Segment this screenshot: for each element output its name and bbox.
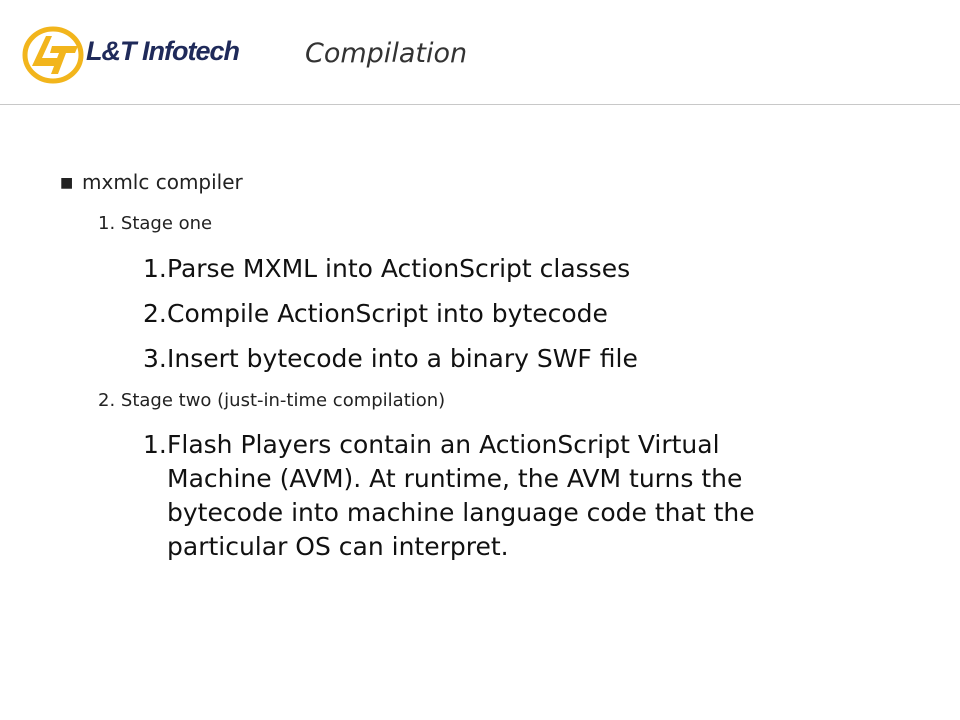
stage-two-label: 2. Stage two (just-in-time compilation) [98, 390, 446, 411]
item-number: 3. [143, 344, 167, 373]
stage-one-label: 1. Stage one [98, 213, 213, 234]
bullet-mxmlc-compiler: ■ mxmlc compiler [60, 170, 243, 194]
slide-header: L&T Infotech Compilation [0, 0, 960, 105]
slide-title: Compilation [305, 38, 468, 69]
item-number: 1. [143, 430, 167, 459]
header-divider [0, 104, 960, 105]
lt-infotech-logo-icon [22, 26, 84, 84]
item-line: bytecode into machine language code that… [167, 498, 755, 527]
bullet-text: mxmlc compiler [82, 170, 243, 194]
stage-one-item-1: 1.Parse MXML into ActionScript classes [143, 252, 630, 286]
stage-one-item-3: 3.Insert bytecode into a binary SWF file [143, 342, 638, 376]
item-text: Insert bytecode into a binary SWF file [167, 344, 638, 373]
square-bullet-icon: ■ [60, 175, 74, 191]
item-text: Compile ActionScript into bytecode [167, 299, 608, 328]
item-line: particular OS can interpret. [167, 532, 509, 561]
item-number: 1. [143, 254, 167, 283]
item-line: Machine (AVM). At runtime, the AVM turns… [167, 464, 743, 493]
item-text: Flash Players contain an ActionScript Vi… [167, 430, 720, 459]
item-line: 1.Flash Players contain an ActionScript … [143, 428, 903, 462]
stage-one-item-2: 2.Compile ActionScript into bytecode [143, 297, 608, 331]
logo-wordmark: L&T Infotech [86, 36, 240, 66]
item-text: Parse MXML into ActionScript classes [167, 254, 631, 283]
item-number: 2. [143, 299, 167, 328]
stage-two-item-1: 1.Flash Players contain an ActionScript … [143, 428, 903, 564]
